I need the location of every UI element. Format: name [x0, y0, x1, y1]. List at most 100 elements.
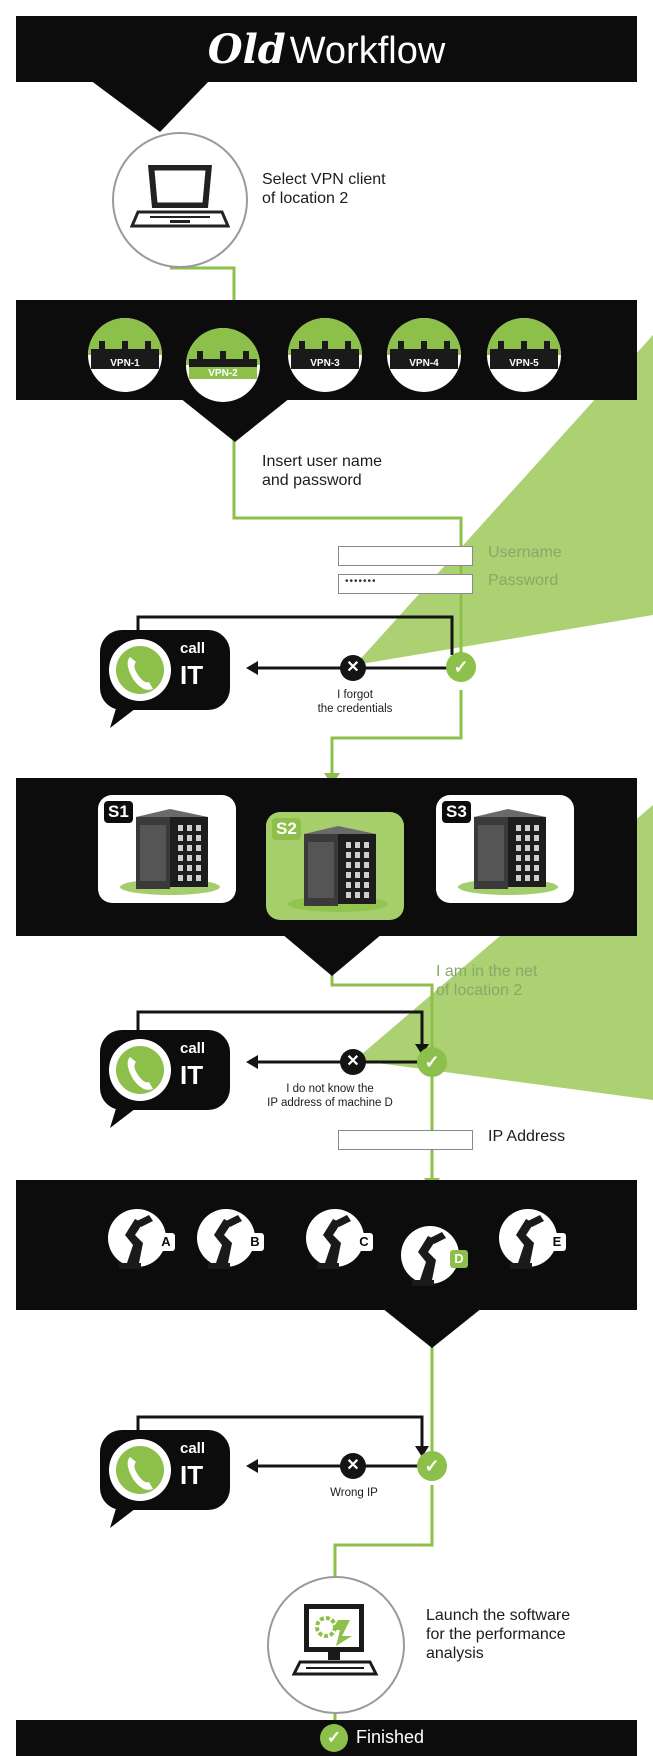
server-building-icon — [120, 809, 220, 895]
robot-arm-icon — [401, 1226, 459, 1286]
machine-b[interactable]: B — [196, 1203, 276, 1283]
select-vpn-line1: Select VPN client — [262, 171, 386, 188]
machine-e[interactable]: E — [498, 1203, 578, 1283]
robot-arm-icon — [108, 1209, 166, 1269]
call-it-word-it: IT — [180, 1460, 204, 1490]
server-label: S3 — [442, 801, 471, 823]
x-icon-no-ip: ✕ — [340, 1049, 366, 1075]
call-it-word-it: IT — [180, 660, 204, 690]
call-it-bubble-shape — [100, 1430, 230, 1528]
connector-check-computer — [333, 1485, 434, 1580]
insert-credentials-line1: Insert user name — [262, 453, 383, 470]
x-icon-wrong-ip: ✕ — [340, 1453, 366, 1479]
server-band-pointer — [282, 934, 382, 976]
vpn-client-label: VPN-2 — [208, 368, 238, 379]
vpn-client-1[interactable]: VPN-1 — [85, 315, 165, 395]
vpn-client-label: VPN-4 — [409, 358, 439, 369]
title-script-word: Old — [207, 26, 286, 73]
title-word: Workflow — [289, 30, 446, 72]
in-net-text: I am in the net of location 2 — [436, 962, 537, 1000]
select-vpn-line2: of location 2 — [262, 190, 349, 207]
password-input[interactable]: ••••••• — [338, 574, 473, 594]
vpn-client-3[interactable]: VPN-3 — [285, 315, 365, 395]
desktop-computer-icon — [291, 1604, 379, 1676]
server-building-icon — [458, 809, 558, 895]
machine-d[interactable]: D — [400, 1220, 480, 1300]
connector-laptop-vpn — [170, 266, 236, 305]
call-it-word-call: call — [180, 1440, 206, 1457]
loop-call-2 — [136, 1010, 424, 1048]
machine-a[interactable]: A — [107, 1203, 187, 1283]
wrong-ip-text: Wrong IP — [300, 1486, 408, 1500]
finished-label: Finished — [356, 1727, 425, 1747]
machine-band-pointer — [382, 1308, 482, 1348]
title-band-pointer — [90, 80, 210, 132]
network-switch-icon — [487, 318, 561, 392]
call-it-bubble-3[interactable]: call IT — [100, 1430, 230, 1528]
username-input[interactable] — [338, 546, 473, 566]
launch-line3: analysis — [426, 1645, 484, 1662]
call-it-bubble-1[interactable]: call IT — [100, 630, 230, 728]
server-label: S1 — [104, 801, 133, 823]
insert-credentials-text: Insert user name and password — [262, 452, 382, 490]
call-it-word-call: call — [180, 1040, 206, 1057]
forgot-text: I forgot the credentials — [290, 688, 420, 716]
password-mask: ••••••• — [345, 576, 377, 587]
check-icon-net: ✓ — [417, 1047, 447, 1077]
vpn-client-2[interactable]: VPN-2 — [183, 325, 263, 405]
server-card-s1[interactable]: S1 — [98, 795, 236, 903]
call-it-bubble-shape — [100, 630, 230, 728]
vpn-client-label: VPN-3 — [310, 358, 340, 369]
machine-label: C — [355, 1233, 373, 1251]
ip-address-label: IP Address — [488, 1128, 566, 1145]
server-card-s2[interactable]: S2 — [266, 812, 404, 920]
x-icon-forgot: ✕ — [340, 655, 366, 681]
no-ip-line2: IP address of machine D — [267, 1097, 393, 1109]
network-switch-icon — [186, 328, 260, 402]
call-it-word-call: call — [180, 640, 206, 657]
finished-check-icon: ✓ — [320, 1724, 348, 1752]
vpn-band-pointer — [180, 398, 290, 442]
machine-label: E — [548, 1233, 566, 1251]
launch-line2: for the performance — [426, 1626, 566, 1643]
machine-c[interactable]: C — [305, 1203, 385, 1283]
check-icon-machine: ✓ — [417, 1451, 447, 1481]
check-icon-credentials: ✓ — [446, 652, 476, 682]
server-card-s3[interactable]: S3 — [436, 795, 574, 903]
call-it-word-it: IT — [180, 1060, 204, 1090]
loop-call-1 — [136, 615, 454, 655]
machine-label: B — [246, 1233, 264, 1251]
server-label: S2 — [272, 818, 301, 840]
username-label: Username — [488, 544, 562, 561]
select-vpn-text: Select VPN client of location 2 — [262, 170, 386, 208]
call-it-bubble-shape — [100, 1030, 230, 1128]
in-net-line2: of location 2 — [436, 982, 523, 999]
network-switch-icon — [288, 318, 362, 392]
call-it-bubble-2[interactable]: call IT — [100, 1030, 230, 1128]
network-switch-icon — [88, 318, 162, 392]
no-ip-text: I do not know the IP address of machine … — [240, 1082, 420, 1110]
ip-address-input[interactable] — [338, 1130, 473, 1150]
connector-check-servers — [330, 690, 463, 775]
launch-text: Launch the software for the performance … — [426, 1606, 570, 1663]
wrong-ip-line1: Wrong IP — [330, 1487, 378, 1499]
forgot-line1: I forgot — [337, 689, 373, 701]
laptop-icon — [130, 165, 230, 228]
vpn-client-label: VPN-5 — [509, 358, 539, 369]
vpn-client-5[interactable]: VPN-5 — [484, 315, 564, 395]
loop-call-3 — [136, 1415, 424, 1450]
robot-arm-icon — [499, 1209, 557, 1269]
robot-arm-icon — [197, 1209, 255, 1269]
launch-line1: Launch the software — [426, 1607, 571, 1624]
insert-credentials-line2: and password — [262, 472, 362, 489]
robot-arm-icon — [306, 1209, 364, 1269]
password-label: Password — [488, 572, 559, 589]
vpn-client-4[interactable]: VPN-4 — [384, 315, 464, 395]
network-switch-icon — [387, 318, 461, 392]
title-band — [16, 16, 637, 82]
server-building-icon — [288, 826, 388, 912]
vpn-client-label: VPN-1 — [110, 358, 140, 369]
machine-label: D — [450, 1250, 468, 1268]
in-net-line1: I am in the net — [436, 963, 538, 980]
